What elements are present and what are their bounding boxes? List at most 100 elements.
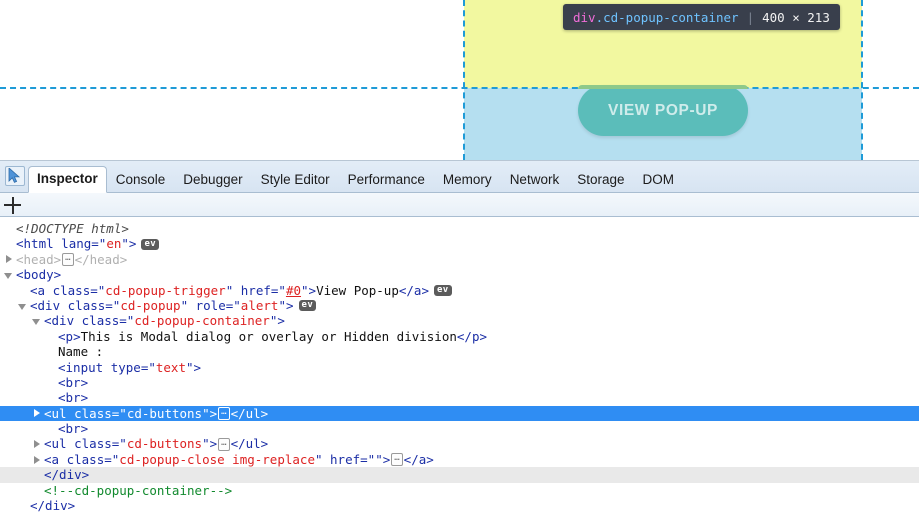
markup-token: class (81, 313, 120, 329)
event-listener-badge[interactable]: ev (433, 284, 452, 296)
tab-storage[interactable]: Storage (568, 167, 633, 193)
tab-label: Debugger (183, 172, 243, 187)
markup-token: cd-popup (120, 297, 181, 313)
markup-node-row[interactable]: <br> (0, 375, 919, 390)
markup-node-row[interactable]: <br> (0, 421, 919, 436)
twisty-collapsed-icon[interactable] (32, 408, 42, 418)
markup-node-row[interactable]: </div> (0, 498, 919, 512)
markup-token: "> (202, 436, 218, 452)
markup-token: "> (121, 236, 137, 252)
markup-token: </p> (456, 328, 487, 344)
twisty-expanded-icon[interactable] (4, 270, 14, 280)
markup-token: > (53, 267, 62, 283)
collapsed-children-ellipsis[interactable]: … (391, 453, 403, 467)
markup-token: a (37, 282, 46, 298)
tab-memory[interactable]: Memory (434, 167, 501, 193)
markup-node-row[interactable]: <div class="cd-popup" role="alert">ev (0, 298, 919, 313)
markup-token: cd-buttons (126, 405, 203, 421)
tab-inspector[interactable]: Inspector (28, 166, 107, 193)
markup-token (45, 283, 53, 298)
markup-token: href (240, 282, 271, 298)
markup-node-row[interactable]: <div class="cd-popup-container"> (0, 313, 919, 328)
tab-network[interactable]: Network (501, 167, 569, 193)
markup-token: =" (105, 297, 121, 313)
markup-token: < (30, 282, 38, 298)
markup-node-row[interactable]: <input type="text"> (0, 360, 919, 375)
event-listener-badge[interactable]: ev (141, 238, 160, 250)
markup-token: < (58, 328, 66, 344)
twisty-collapsed-icon[interactable] (32, 455, 42, 465)
markup-node-row[interactable]: Name : (0, 344, 919, 359)
twisty-collapsed-icon[interactable] (32, 439, 42, 449)
markup-token: ul (51, 405, 67, 421)
markup-token: "> (202, 405, 218, 421)
markup-token: input (65, 359, 104, 375)
twisty-expanded-icon[interactable] (32, 316, 42, 326)
markup-token: Name : (58, 344, 104, 360)
tab-performance[interactable]: Performance (339, 167, 434, 193)
markup-node-row[interactable]: <ul class="cd-buttons">…</ul> (0, 436, 919, 451)
markup-node-row[interactable]: <!DOCTYPE html> (0, 221, 919, 236)
markup-token: =" (225, 297, 241, 313)
markup-toolbar (0, 193, 919, 217)
node-twisty-none-icon (32, 470, 42, 480)
tooltip-class-selector: .cd-popup-container (595, 9, 739, 25)
markup-token: " (314, 451, 331, 467)
markup-token: br (65, 421, 81, 437)
markup-node-row[interactable]: <p>This is Modal dialog or overlay or Hi… (0, 329, 919, 344)
twisty-expanded-icon[interactable] (18, 301, 28, 311)
tab-label: Console (115, 172, 166, 187)
markup-node-row[interactable]: <head>…</head> (0, 252, 919, 267)
markup-node-row[interactable]: <a class="cd-popup-trigger" href="#0">Vi… (0, 283, 919, 298)
markup-token: p (65, 328, 74, 344)
markup-token: br (65, 374, 81, 390)
node-twisty-none-icon (18, 501, 28, 511)
tab-style-editor[interactable]: Style Editor (252, 167, 339, 193)
markup-node-row[interactable]: </div> (0, 467, 919, 483)
markup-token: < (58, 421, 66, 437)
markup-token: </div> (30, 498, 76, 512)
markup-token: cd-buttons (126, 436, 203, 452)
event-listener-badge[interactable]: ev (298, 300, 317, 312)
devtools-tab-bar: Inspector Console Debugger Style Editor … (28, 161, 684, 193)
browser-page-viewport: VIEW POP-UP div.cd-popup-container | 400… (0, 0, 919, 160)
markup-token: < (16, 236, 24, 252)
twisty-collapsed-icon[interactable] (4, 254, 14, 264)
markup-token: < (44, 451, 52, 467)
tab-debugger[interactable]: Debugger (174, 167, 251, 193)
node-twisty-none-icon (46, 331, 56, 341)
markup-node-row[interactable]: <a class="cd-popup-close img-replace" hr… (0, 452, 919, 467)
node-twisty-none-icon (46, 378, 56, 388)
tab-label: Storage (577, 172, 625, 187)
tab-label: DOM (642, 172, 675, 187)
markup-node-row[interactable]: <br> (0, 390, 919, 405)
markup-token: <!--cd-popup-container--> (44, 482, 233, 498)
collapsed-children-ellipsis[interactable]: … (62, 252, 74, 266)
markup-token: " (225, 282, 241, 298)
markup-token: =" (91, 236, 107, 252)
markup-token: =" (119, 313, 135, 329)
inspector-guide-vertical-left (463, 0, 465, 160)
markup-token: br (65, 390, 81, 406)
markup-token: </div> (44, 467, 90, 483)
markup-token: class (67, 297, 106, 313)
tab-label: Style Editor (260, 172, 330, 187)
markup-token: "> (278, 297, 294, 313)
add-node-icon[interactable] (4, 196, 22, 214)
markup-token: < (58, 390, 66, 406)
markup-node-row[interactable]: <!--cd-popup-container--> (0, 483, 919, 498)
collapsed-children-ellipsis[interactable]: … (218, 406, 230, 420)
markup-node-row[interactable]: <html lang="en">ev (0, 236, 919, 251)
markup-token: < (44, 313, 52, 329)
element-picker-icon[interactable] (5, 166, 25, 186)
markup-node-row[interactable]: <ul class="cd-buttons">…</ul> (0, 405, 919, 422)
view-popup-trigger-button[interactable]: VIEW POP-UP (578, 85, 748, 136)
collapsed-children-ellipsis[interactable]: … (218, 437, 230, 451)
devtools-panel: Inspector Console Debugger Style Editor … (0, 160, 919, 512)
markup-token: role (195, 297, 226, 313)
markup-dom-tree[interactable]: <!DOCTYPE html><html lang="en">ev<head>…… (0, 218, 919, 512)
tab-dom[interactable]: DOM (634, 167, 684, 193)
tab-console[interactable]: Console (107, 167, 175, 193)
markup-token: class (66, 451, 105, 467)
markup-node-row[interactable]: <body> (0, 267, 919, 282)
